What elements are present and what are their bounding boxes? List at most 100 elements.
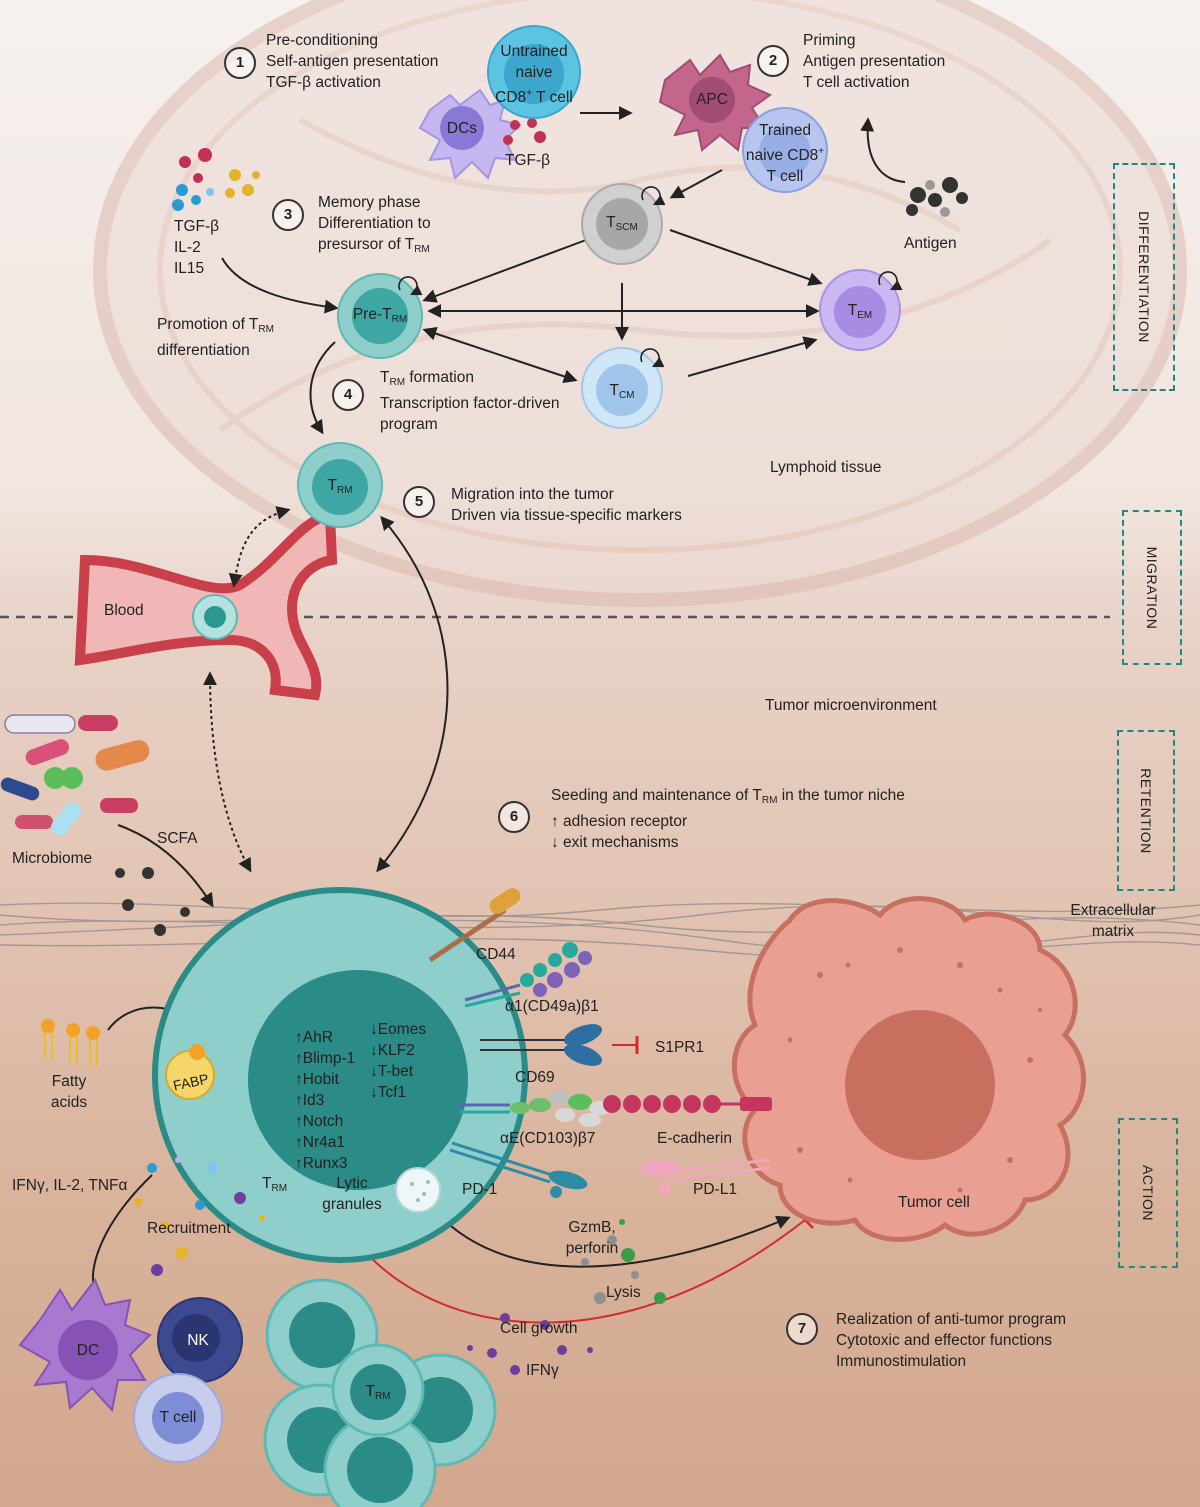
step-4-line-3: program [380, 416, 438, 433]
cytokine-il15: IL15 [174, 260, 205, 277]
promotion-line-1: Promotion of TRM [157, 316, 274, 335]
secreted-cytokines-label: IFNγ, IL-2, TNFα [12, 1177, 128, 1194]
untrained-line-1: Untrained [500, 43, 568, 60]
cytokine-dots [172, 148, 260, 211]
pre-trm-label: Pre-TRM [352, 306, 408, 325]
phase-differentiation-label: DIFFERENTIATION [1136, 211, 1152, 343]
step-3-line-2: Differentiation to [318, 215, 431, 232]
lytic-granules-label: Lytic granules [316, 1173, 388, 1215]
tem-cell [819, 269, 903, 351]
step-6-text: Seeding and maintenance of TRM in the tu… [551, 785, 905, 853]
step-3-line-1: Memory phase [318, 194, 421, 211]
lytic-granule [395, 1167, 441, 1213]
tumor-microenvironment-label: Tumor microenvironment [765, 697, 937, 714]
cd44-label: CD44 [476, 946, 516, 963]
differentiation-arrows [85, 106, 906, 1298]
tscm-cell [581, 183, 666, 265]
lytic-line-1: Lytic [336, 1175, 368, 1192]
step-6-line-1: Seeding and maintenance of TRM in the tu… [551, 787, 905, 806]
trm-cluster-label: TRM [365, 1383, 391, 1402]
tf-down-tcf1: ↓Tcf1 [370, 1084, 407, 1101]
tgfb-dots-dcs [503, 118, 546, 145]
nk-label: NK [187, 1332, 209, 1349]
fatty-acid-heads [41, 1019, 100, 1040]
tf-up-nr4a1: ↑Nr4a1 [295, 1134, 345, 1151]
cd44-receptor [428, 888, 521, 963]
phase-migration-label: MIGRATION [1144, 546, 1160, 629]
step-7-line-3: Immunostimulation [836, 1353, 967, 1370]
blood-label: Blood [104, 602, 144, 619]
fabp-protein [165, 1044, 215, 1100]
tf-up-runx3: ↑Runx3 [295, 1155, 348, 1172]
tf-up-ahr: ↑AhR [295, 1029, 333, 1046]
nk-cell [157, 1297, 243, 1383]
main-trm-cell [152, 887, 528, 1263]
tf-up-notch: ↑Notch [295, 1113, 344, 1130]
dc-label: DC [76, 1342, 100, 1359]
step-4-line-2: Transcription factor-driven [380, 395, 560, 412]
untrained-naive-cd8-cell [487, 25, 581, 119]
tf-down-tbet: ↓T-bet [370, 1063, 414, 1080]
phase-action-label: ACTION [1140, 1165, 1156, 1221]
untrained-line-2: naive [515, 64, 553, 81]
microbiome-bacteria [0, 714, 150, 836]
step-1-text: Pre-conditioning Self-antigen presentati… [266, 30, 438, 93]
gzmb-perforin-label: GzmB, perforin [557, 1217, 627, 1259]
step-3-badge: 3 [272, 199, 304, 231]
microbiome-label: Microbiome [12, 850, 93, 867]
antigen-label: Antigen [904, 235, 957, 252]
trm-main-label: TRM [262, 1175, 288, 1194]
phase-retention: RETENTION [1117, 730, 1175, 891]
dc-cell-bottom [18, 1277, 152, 1413]
antigen-dots [906, 177, 968, 217]
tgfb-dcs-label: TGF-β [505, 152, 551, 169]
step-2-badge: 2 [757, 45, 789, 77]
phase-action: ACTION [1118, 1118, 1178, 1268]
tumor-cell-shape [731, 896, 1086, 1242]
step-4-badge: 4 [332, 379, 364, 411]
step-6-badge: 6 [498, 801, 530, 833]
dcs-label: DCs [446, 120, 478, 137]
s1pr1-label: S1PR1 [655, 1039, 705, 1056]
cytokine-il2: IL-2 [174, 239, 201, 256]
a1-integrin-label: α1(CD49a)β1 [505, 998, 599, 1015]
tf-down-eomes: ↓Eomes [370, 1021, 426, 1038]
tscm-label: TSCM [606, 214, 638, 233]
secreted-particles [134, 1157, 666, 1375]
cd69-label: CD69 [515, 1069, 555, 1086]
apc-label: APC [696, 91, 728, 108]
step-1-badge: 1 [224, 47, 256, 79]
tumor-cell-label: Tumor cell [898, 1194, 970, 1211]
untrained-naive-cd8-label: Untrained naive CD8+ T cell [488, 41, 580, 108]
pdl1-ligand [640, 1158, 771, 1196]
trained-line-2: naive CD8+ [745, 146, 825, 165]
trm-cluster [263, 1278, 497, 1507]
pre-trm-cell [337, 273, 423, 359]
ecm-line-1: Extracellular [1070, 902, 1156, 919]
tf-upregulated-list: ↑AhR ↑Blimp-1 ↑Hobit ↑Id3 ↑Notch ↑Nr4a1 … [295, 1027, 355, 1174]
fatty-line-2: acids [50, 1094, 88, 1111]
step-5-text: Migration into the tumor Driven via tiss… [451, 484, 682, 526]
tf-up-blimp1: ↑Blimp-1 [295, 1050, 356, 1067]
pd1-label: PD-1 [462, 1181, 498, 1198]
lytic-line-2: granules [322, 1196, 382, 1213]
aE-integrin-label: αE(CD103)β7 [500, 1130, 596, 1147]
gzmb-line-2: perforin [565, 1240, 619, 1257]
trained-line-3: T cell [766, 168, 804, 186]
step-2-line-1: Priming [803, 32, 856, 49]
trained-line-1: Trained [759, 122, 811, 139]
ecm-label: Extracellular matrix [1063, 900, 1163, 942]
dendritic-cells-dcs [418, 88, 522, 180]
scfa-particles [115, 867, 190, 936]
step-6-line-3: ↓ exit mechanisms [551, 834, 679, 851]
t-cell-bottom [133, 1373, 223, 1463]
cytokines-list: TGF-β IL-2 IL15 [174, 216, 219, 279]
promotion-line-2: differentiation [157, 342, 250, 359]
phase-retention-label: RETENTION [1138, 767, 1154, 854]
tf-down-klf2: ↓KLF2 [370, 1042, 415, 1059]
recruitment-label: Recruitment [147, 1220, 231, 1237]
cd69-receptor [480, 1024, 639, 1066]
step-2-line-2: Antigen presentation [803, 53, 946, 70]
step-1-line-1: Pre-conditioning [266, 32, 379, 49]
